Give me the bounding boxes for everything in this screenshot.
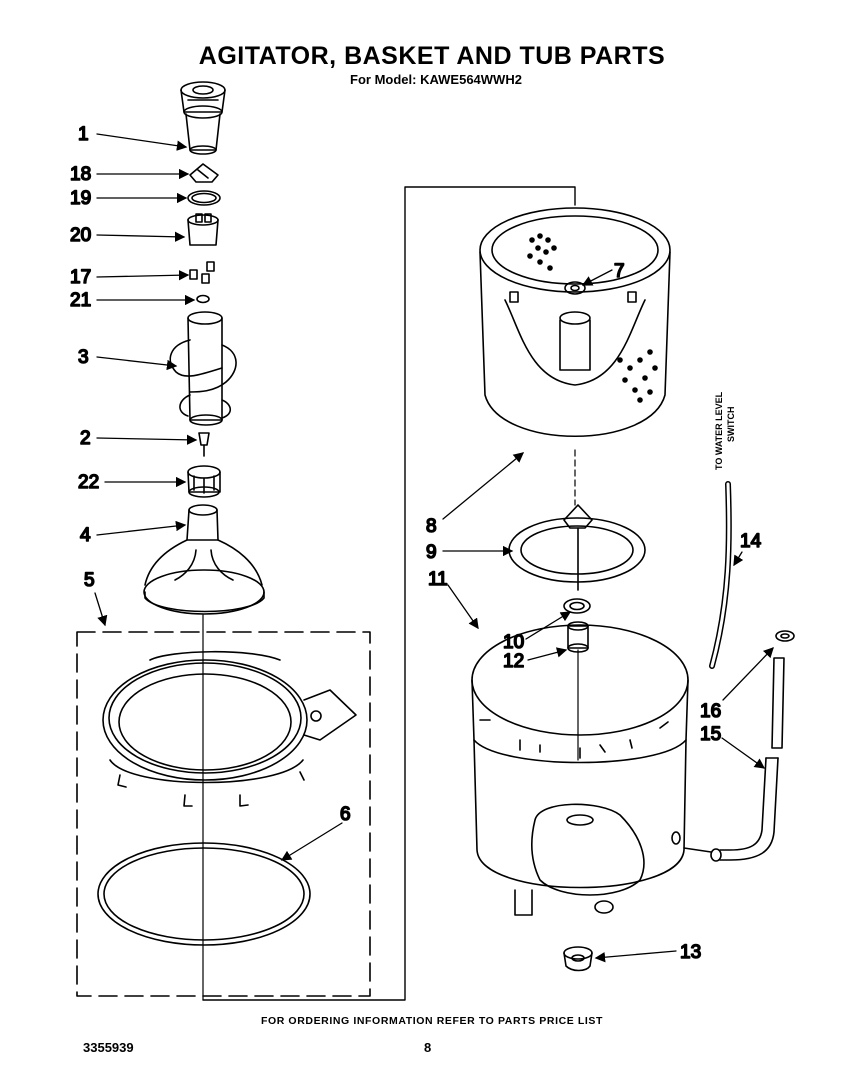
callout-16: 16: [700, 701, 721, 722]
part-18-cone: [189, 163, 219, 183]
callout-15: 15: [700, 724, 721, 745]
part-17-dogs: [189, 261, 215, 284]
page-title: AGITATOR, BASKET AND TUB PARTS: [198, 42, 666, 70]
callout-18: 18: [70, 164, 91, 185]
part-22-drive-bell: [187, 465, 221, 498]
model-subtitle: For Model: KAWE564WWH2: [350, 72, 522, 87]
callout-10: 10: [503, 632, 524, 653]
callout-17: 17: [70, 267, 91, 288]
ordering-info-note: FOR ORDERING INFORMATION REFER TO PARTS …: [260, 1015, 604, 1027]
side-note: TO WATER LEVEL SWITCH: [714, 391, 736, 470]
callout-5: 5: [84, 570, 95, 591]
callout-22: 22: [78, 472, 99, 493]
part-15-hose: [683, 630, 795, 862]
part-12-bearing: [567, 621, 589, 653]
part-11-outer-tub: [471, 624, 689, 916]
part-3-agitator-auger: [169, 311, 237, 426]
part-20-cam: [187, 213, 219, 246]
callout-14: 14: [740, 531, 762, 552]
callout-19: 19: [70, 188, 91, 209]
connection-line: [202, 186, 576, 1001]
part-4-drive-hub: [143, 504, 265, 615]
part-14-pressure-tube: [709, 481, 732, 669]
leader-lines: [94, 133, 774, 963]
part-8-basket: [479, 207, 671, 437]
callout-3: 3: [78, 347, 89, 368]
part-21-washer: [196, 294, 210, 304]
callout-8: 8: [426, 516, 437, 537]
part-19-ring: [187, 190, 221, 206]
part-2-screw: [198, 432, 210, 457]
side-note-line1: TO WATER LEVEL: [714, 391, 724, 470]
page-number: 8: [424, 1040, 432, 1055]
part-7-nut: [564, 281, 586, 295]
part-6-tub-seal: [97, 842, 311, 946]
callout-1: 1: [78, 124, 89, 145]
side-note-line2: SWITCH: [726, 407, 736, 443]
callout-11: 11: [428, 569, 448, 590]
callout-13: 13: [680, 942, 701, 963]
callout-7: 7: [614, 261, 625, 282]
callout-21: 21: [70, 290, 91, 311]
part-13-grommet: [563, 946, 593, 972]
part-5-tub-ring: [102, 650, 357, 807]
document-number: 3355939: [83, 1040, 134, 1055]
callout-9: 9: [426, 542, 437, 563]
part-9-spin-ring: [508, 504, 646, 591]
callout-20: 20: [70, 225, 91, 246]
callout-4: 4: [80, 525, 91, 546]
callout-6: 6: [340, 804, 351, 825]
callout-12: 12: [503, 651, 524, 672]
part-5-group-box: [76, 631, 371, 997]
part-10-retainer: [563, 598, 591, 614]
callout-2: 2: [80, 428, 91, 449]
part-1-agitator-cap: [180, 81, 226, 155]
